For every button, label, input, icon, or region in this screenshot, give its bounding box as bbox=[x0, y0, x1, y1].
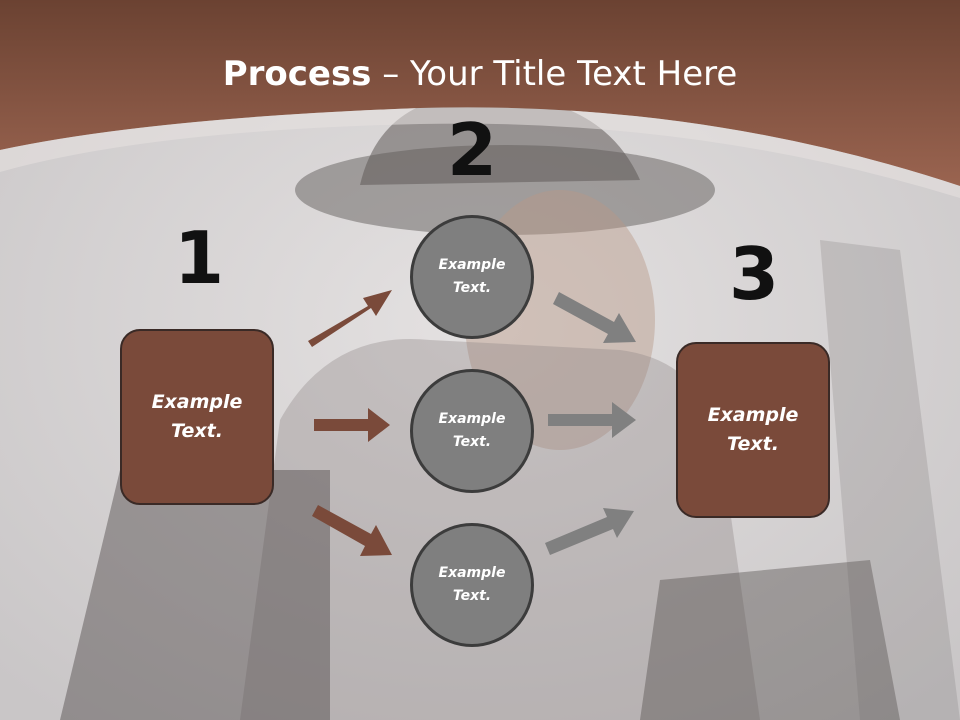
process-box-left: Example Text. bbox=[120, 329, 274, 505]
step-number-1: 1 bbox=[173, 216, 225, 300]
step-number-3: 3 bbox=[728, 232, 780, 316]
title-rest: – Your Title Text Here bbox=[371, 54, 738, 94]
title-bold: Process bbox=[222, 54, 372, 94]
process-circle-middle: Example Text. bbox=[410, 369, 534, 493]
process-box-right: Example Text. bbox=[676, 342, 830, 518]
step-number-2: 2 bbox=[446, 108, 498, 192]
process-circle-top: Example Text. bbox=[410, 215, 534, 339]
slide-title: Process – Your Title Text Here bbox=[0, 52, 960, 96]
process-circle-bottom: Example Text. bbox=[410, 523, 534, 647]
